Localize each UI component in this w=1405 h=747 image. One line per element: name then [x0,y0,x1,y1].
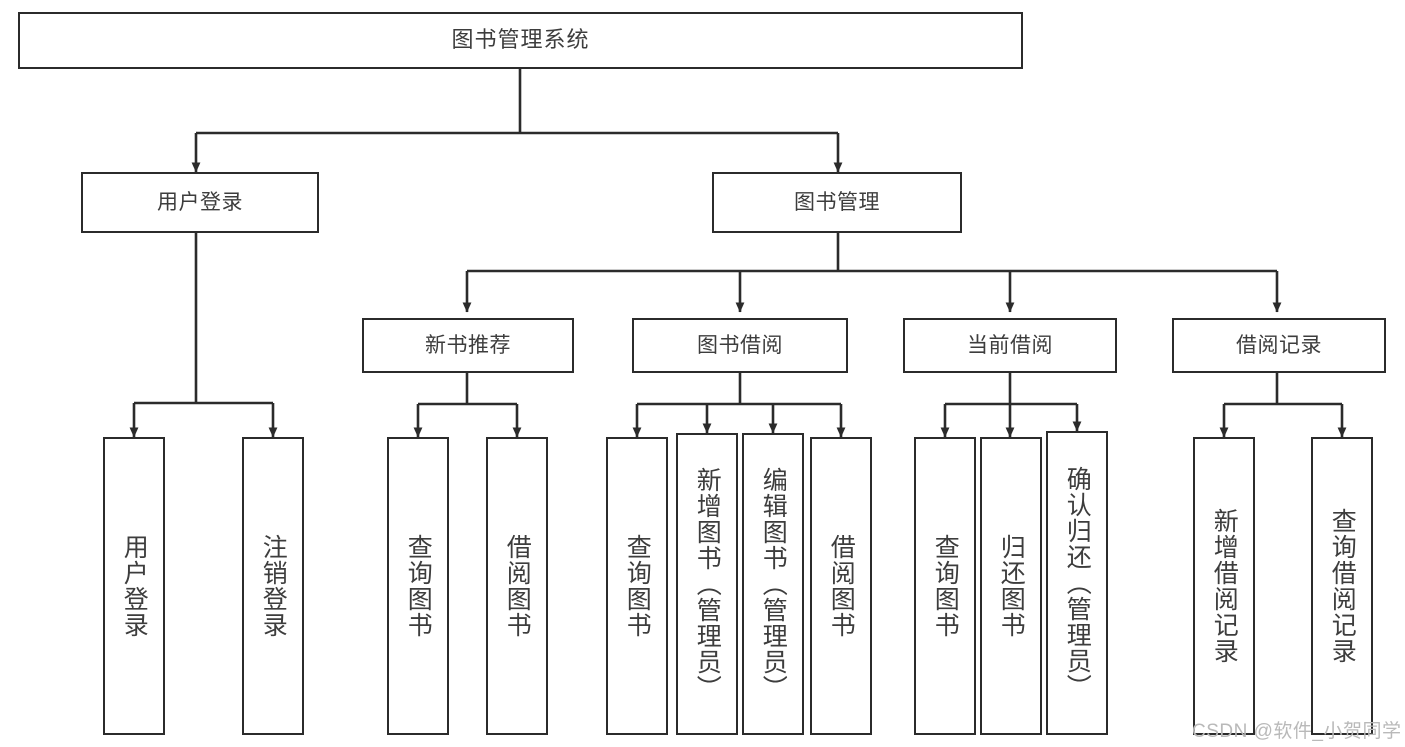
node-leaf-confirm-return[interactable]: 确认归还（管理员） [1046,431,1108,735]
node-book-borrow-label: 图书借阅 [697,333,783,357]
node-leaf-query-record-label: 查询借阅记录 [1328,508,1357,664]
node-leaf-borrow-book-2[interactable]: 借阅图书 [810,437,872,735]
node-leaf-add-record[interactable]: 新增借阅记录 [1193,437,1255,735]
node-new-book-recommend[interactable]: 新书推荐 [362,318,574,373]
node-current-borrow-label: 当前借阅 [967,333,1053,357]
node-leaf-add-record-label: 新增借阅记录 [1210,508,1239,664]
node-leaf-edit-book-label: 编辑图书（管理员） [759,467,788,701]
node-leaf-confirm-return-label: 确认归还（管理员） [1063,466,1092,700]
node-root[interactable]: 图书管理系统 [18,12,1023,69]
node-leaf-query-book-3-label: 查询图书 [931,534,960,638]
node-leaf-user-logout[interactable]: 注销登录 [242,437,304,735]
node-leaf-return-book-label: 归还图书 [997,534,1026,638]
csdn-watermark-text: CSDN @软件_小贺同学 [1192,721,1402,742]
node-user-login[interactable]: 用户登录 [81,172,319,233]
node-current-borrow[interactable]: 当前借阅 [903,318,1117,373]
node-leaf-query-record[interactable]: 查询借阅记录 [1311,437,1373,735]
csdn-watermark: CSDN @软件_小贺同学 [1192,716,1401,743]
node-leaf-query-book-1-label: 查询图书 [404,534,433,638]
node-book-borrow[interactable]: 图书借阅 [632,318,848,373]
node-leaf-user-login[interactable]: 用户登录 [103,437,165,735]
node-new-book-recommend-label: 新书推荐 [425,333,511,357]
node-leaf-return-book[interactable]: 归还图书 [980,437,1042,735]
node-root-label: 图书管理系统 [451,27,590,53]
node-leaf-borrow-book-2-label: 借阅图书 [827,534,856,638]
node-leaf-borrow-book-1-label: 借阅图书 [503,534,532,638]
node-leaf-query-book-2[interactable]: 查询图书 [606,437,668,735]
node-leaf-query-book-3[interactable]: 查询图书 [914,437,976,735]
node-book-manage-label: 图书管理 [794,190,880,214]
node-leaf-add-book[interactable]: 新增图书（管理员） [676,433,738,735]
node-borrow-record-label: 借阅记录 [1236,333,1322,357]
node-borrow-record[interactable]: 借阅记录 [1172,318,1386,373]
node-leaf-add-book-label: 新增图书（管理员） [693,467,722,701]
node-leaf-user-login-label: 用户登录 [120,534,149,638]
node-book-manage[interactable]: 图书管理 [712,172,962,233]
node-leaf-query-book-2-label: 查询图书 [623,534,652,638]
node-leaf-user-logout-label: 注销登录 [259,534,288,638]
node-leaf-edit-book[interactable]: 编辑图书（管理员） [742,433,804,735]
node-leaf-query-book-1[interactable]: 查询图书 [387,437,449,735]
node-leaf-borrow-book-1[interactable]: 借阅图书 [486,437,548,735]
node-user-login-label: 用户登录 [157,190,243,214]
